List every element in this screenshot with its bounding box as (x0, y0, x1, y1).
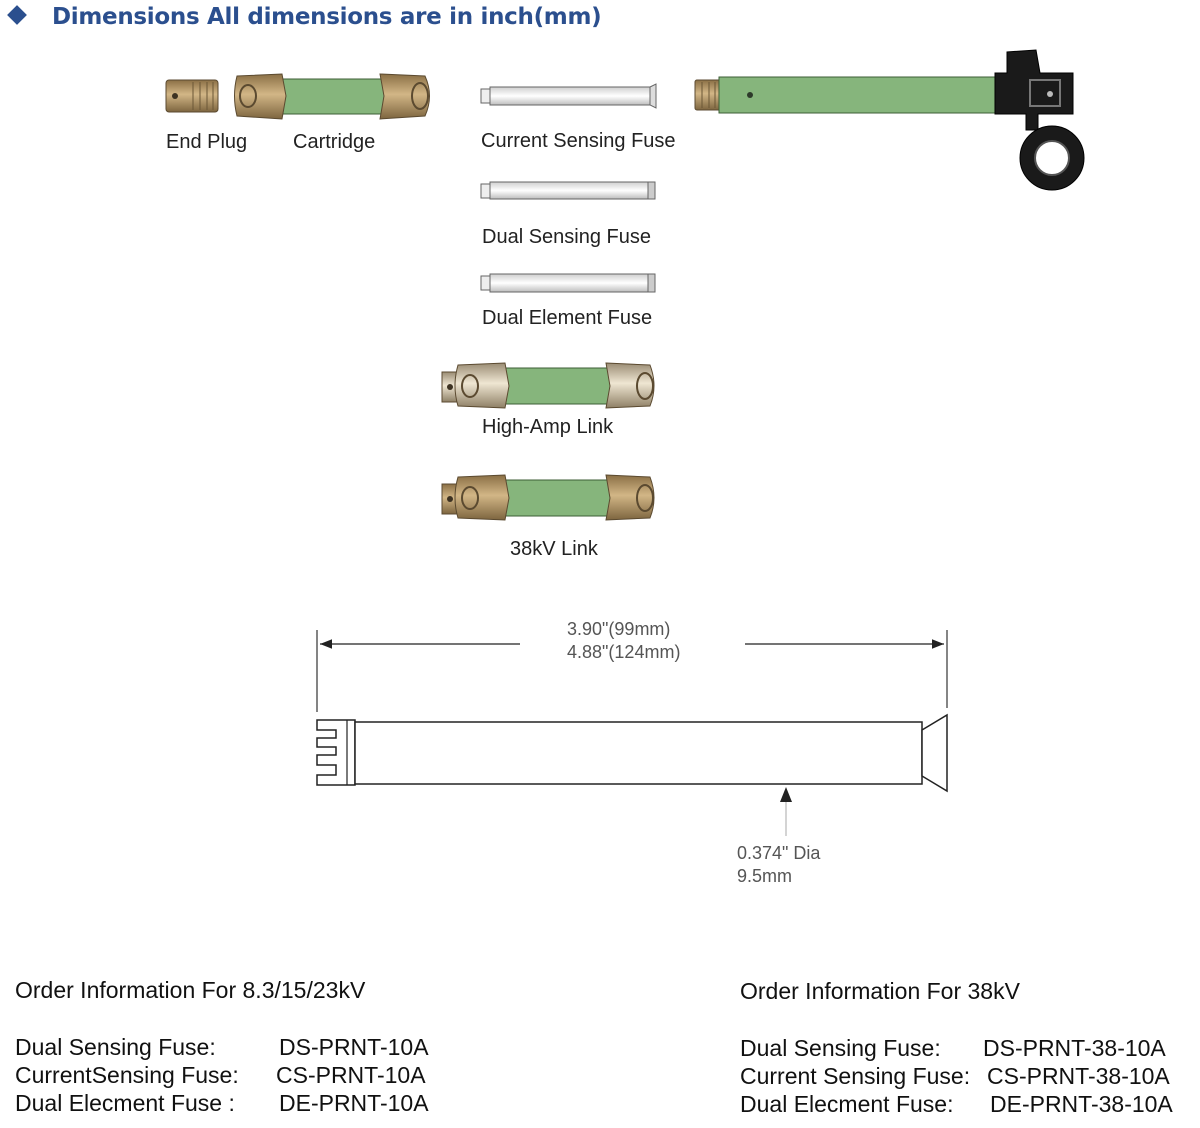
order-right-name: Current Sensing Fuse: (740, 1063, 971, 1089)
page-title: Dimensions All dimensions are in inch(mm… (52, 4, 602, 30)
label-dual-sensing-fuse: Dual Sensing Fuse (482, 226, 651, 248)
fuse-holder-assembly-icon (694, 49, 1085, 191)
order-right-row: Dual Sensing Fuse: DS-PRNT-38-10A (740, 1034, 1173, 1062)
order-left-name: Dual Elecment Fuse : (15, 1090, 235, 1116)
order-left-table: Dual Sensing Fuse: DS-PRNT-10A CurrentSen… (15, 1033, 429, 1117)
label-cartridge: Cartridge (293, 131, 376, 153)
order-right-code: DS-PRNT-38-10A (983, 1035, 1166, 1061)
dimension-dia-mm: 9.5mm (737, 866, 793, 886)
high-amp-link-icon (441, 362, 655, 409)
cartridge-icon (234, 73, 430, 120)
dual-sensing-fuse-icon (480, 181, 656, 200)
order-left-code: CS-PRNT-10A (276, 1062, 426, 1088)
order-right-table: Dual Sensing Fuse: DS-PRNT-38-10A Current… (740, 1034, 1173, 1118)
dimension-drawing (316, 630, 948, 836)
order-left-title: Order Information For 8.3/15/23kV (15, 977, 366, 1003)
dimension-length-in: 3.90"(99mm) (567, 619, 671, 639)
current-sensing-fuse-icon (480, 83, 657, 109)
label-dual-element-fuse: Dual Element Fuse (482, 307, 653, 329)
label-38kv-link: 38kV Link (510, 538, 598, 560)
order-left-row: Dual Sensing Fuse: DS-PRNT-10A (15, 1033, 429, 1061)
order-left-row: Dual Elecment Fuse : DE-PRNT-10A (15, 1089, 429, 1117)
label-current-sensing-fuse: Current Sensing Fuse (481, 130, 676, 152)
38kv-link-icon (441, 474, 655, 521)
order-left-row: CurrentSensing Fuse: CS-PRNT-10A (15, 1061, 429, 1089)
dual-element-fuse-icon (480, 273, 656, 293)
order-left-code: DS-PRNT-10A (279, 1034, 429, 1060)
order-right-title: Order Information For 38kV (740, 978, 1020, 1004)
order-left-name: Dual Sensing Fuse: (15, 1034, 216, 1060)
dimension-dia-in: 0.374" Dia (737, 843, 821, 863)
order-right-row: Current Sensing Fuse: CS-PRNT-38-10A (740, 1062, 1173, 1090)
order-right-code: CS-PRNT-38-10A (987, 1063, 1170, 1089)
order-right-code: DE-PRNT-38-10A (990, 1091, 1173, 1117)
dimension-length-mm: 4.88"(124mm) (567, 642, 681, 662)
order-right-name: Dual Sensing Fuse: (740, 1035, 941, 1061)
label-end-plug: End Plug (166, 131, 248, 153)
order-left-name: CurrentSensing Fuse: (15, 1062, 239, 1088)
order-right-row: Dual Elecment Fuse: DE-PRNT-38-10A (740, 1090, 1173, 1118)
order-right-name: Dual Elecment Fuse: (740, 1091, 954, 1117)
label-high-amp-link: High-Amp Link (482, 416, 614, 438)
order-left-code: DE-PRNT-10A (279, 1090, 429, 1116)
end-plug-icon (165, 79, 219, 113)
